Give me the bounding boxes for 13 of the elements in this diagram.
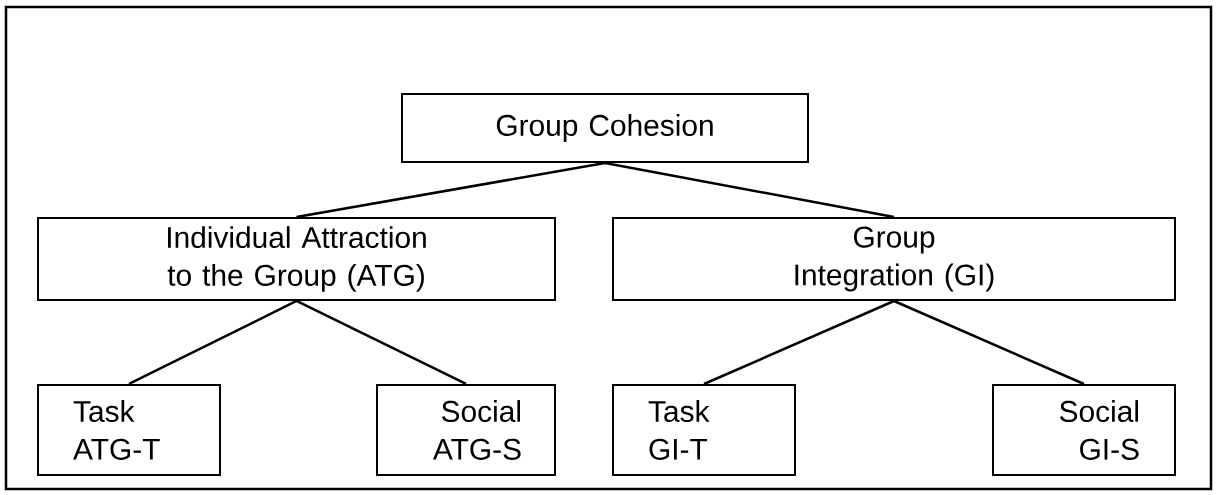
connector-line bbox=[703, 299, 895, 386]
box: Social ATG-S bbox=[376, 384, 556, 476]
connector-line bbox=[604, 161, 895, 219]
connector-line bbox=[296, 161, 606, 219]
box: Individual Attraction to the Group (ATG) bbox=[37, 217, 556, 301]
box: Task ATG-T bbox=[37, 384, 221, 476]
box: Task GI-T bbox=[612, 384, 796, 476]
connector-line bbox=[128, 299, 298, 386]
box: Social GI-S bbox=[992, 384, 1176, 476]
connector-line bbox=[295, 299, 467, 386]
box: Group Integration (GI) bbox=[612, 217, 1176, 301]
box: Group Cohesion bbox=[401, 93, 809, 163]
connector-line bbox=[893, 299, 1085, 386]
